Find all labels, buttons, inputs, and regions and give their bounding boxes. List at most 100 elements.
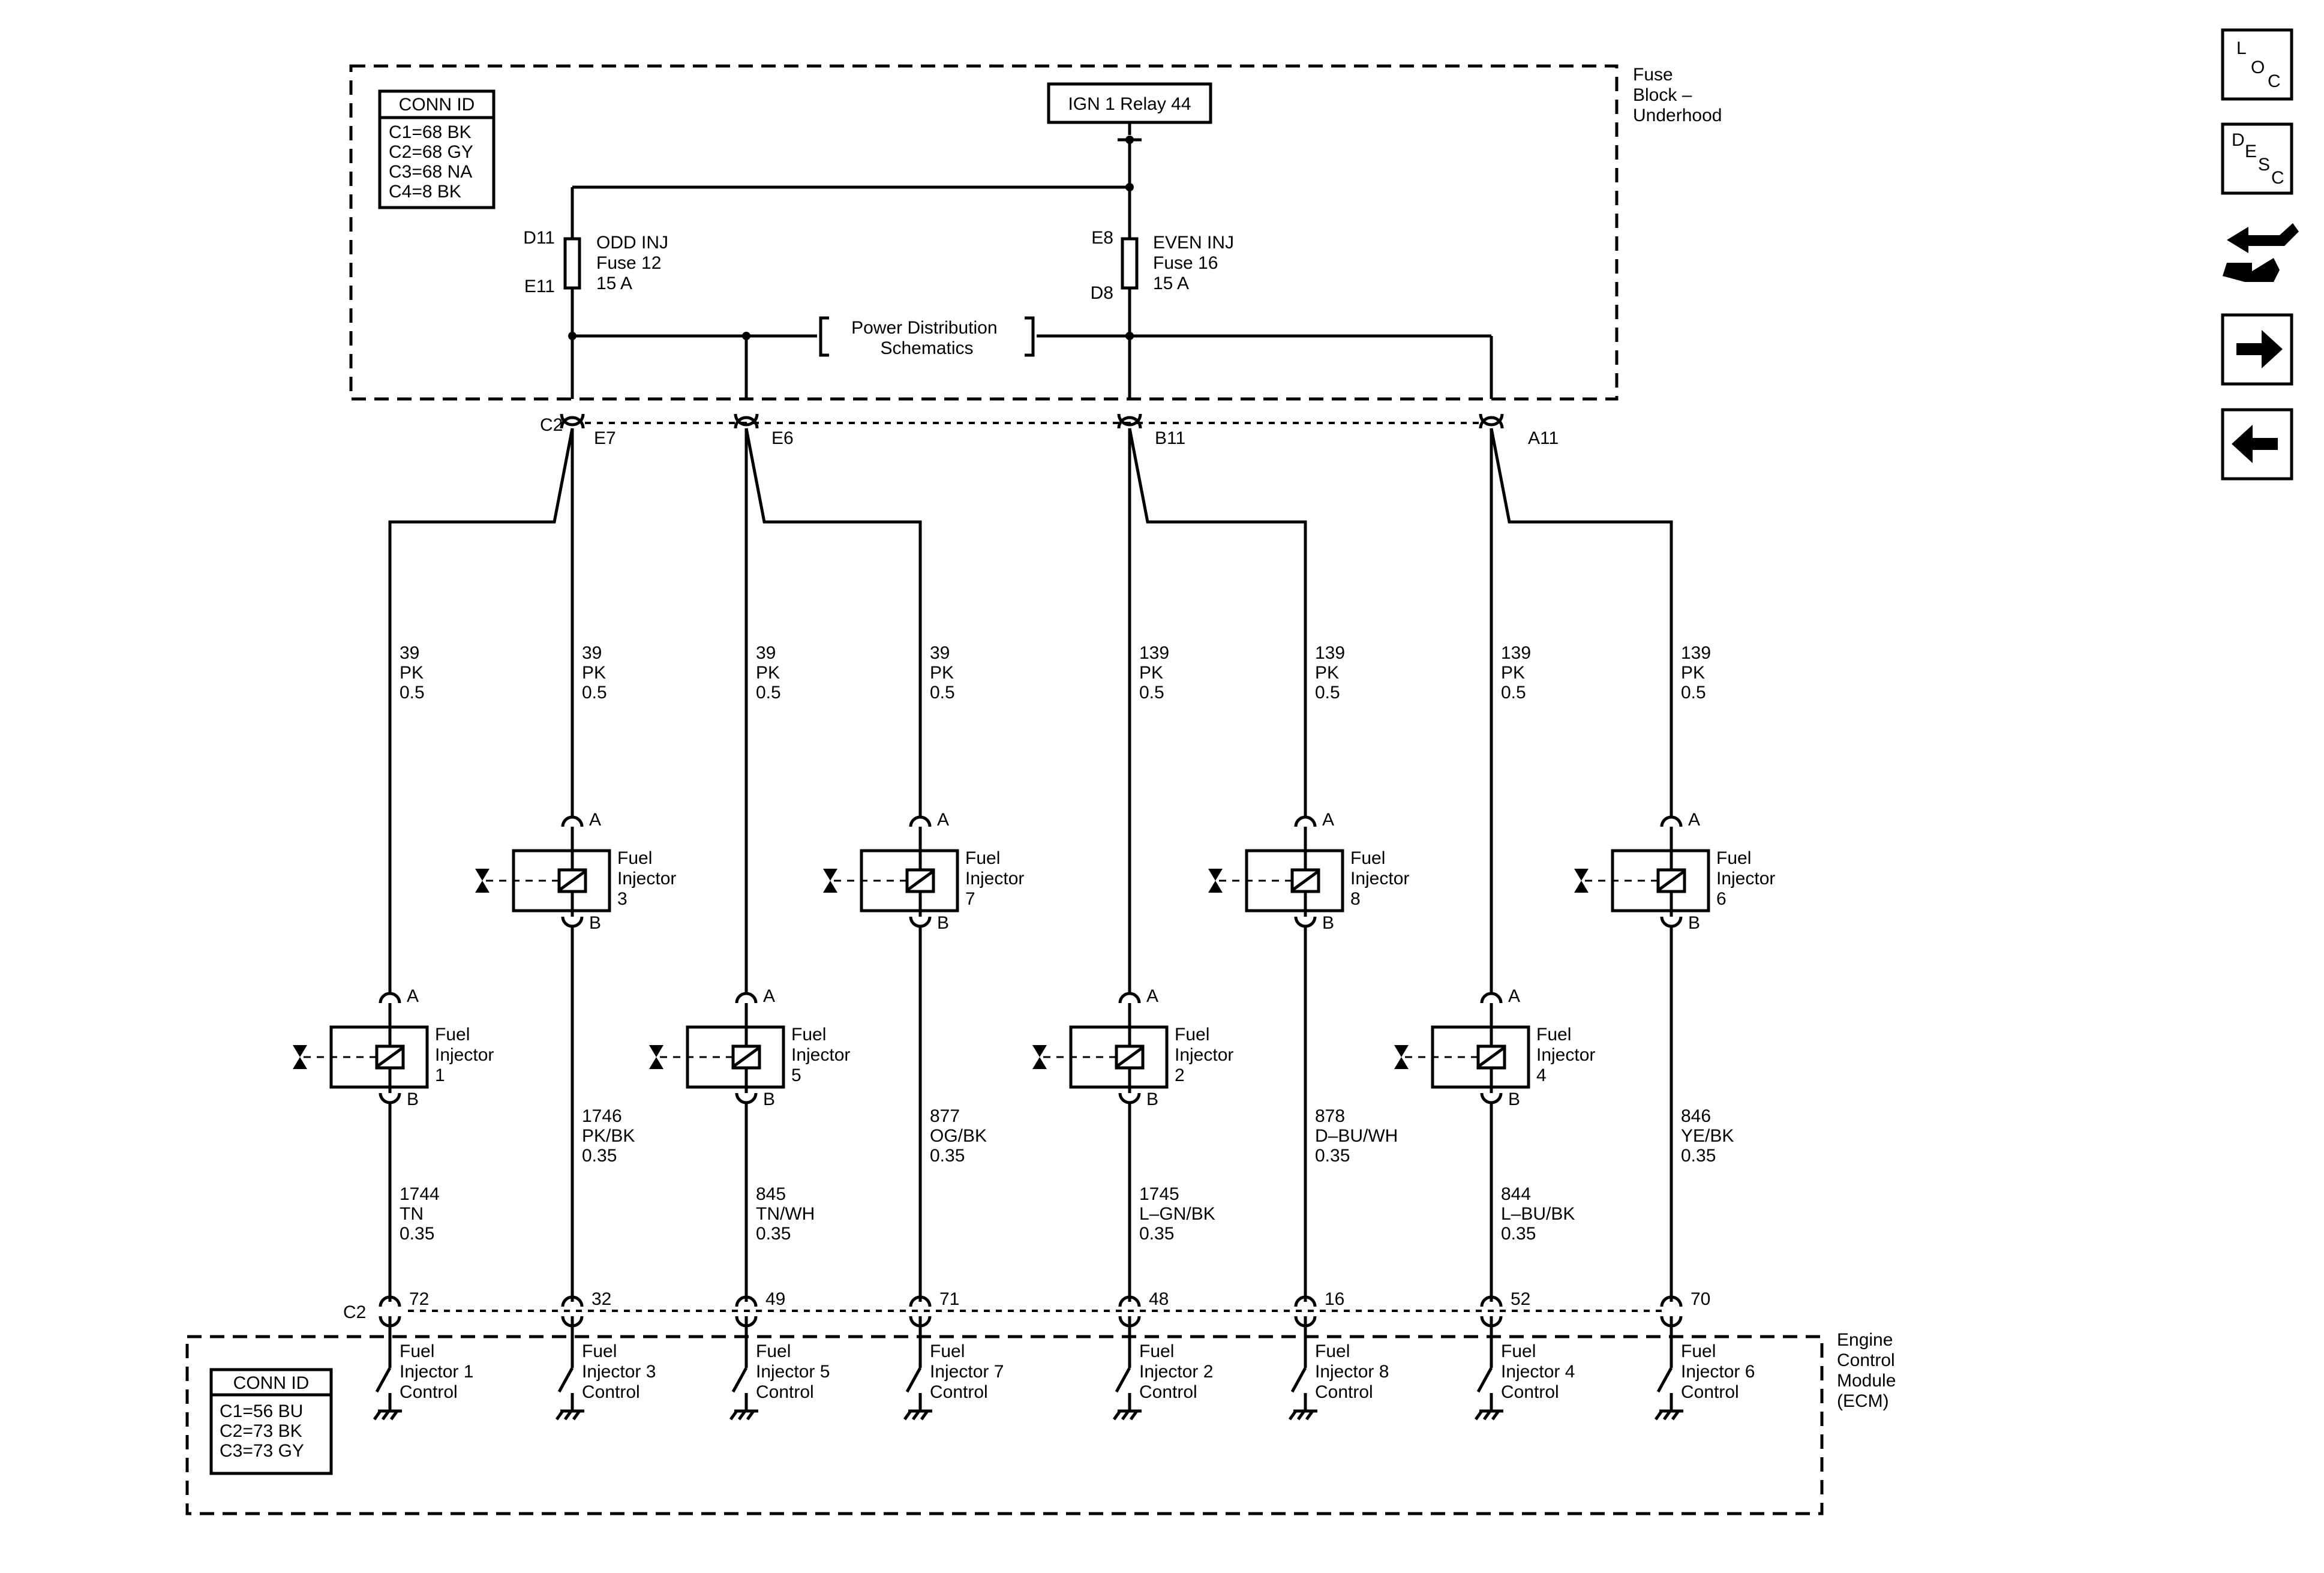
ign-relay: IGN 1 Relay 44 [1047, 82, 1212, 124]
svg-text:C: C [2271, 168, 2284, 188]
svg-text:C: C [2268, 71, 2281, 91]
ecm-pin: 16 [1325, 1289, 1344, 1309]
conn-id-header: CONN ID [399, 95, 475, 115]
svg-text:O: O [2251, 58, 2265, 77]
svg-text:D8: D8 [1091, 283, 1113, 303]
ecm-pin: 49 [765, 1289, 785, 1309]
svg-text:A: A [763, 986, 775, 1006]
desc-button[interactable]: D E S C [2221, 122, 2293, 195]
ecm-pin: 52 [1511, 1289, 1530, 1309]
svg-text:CONN ID: CONN ID [233, 1373, 310, 1393]
power-distribution-ref[interactable]: Power Distribution Schematics [819, 316, 1035, 358]
svg-text:B: B [1508, 1089, 1520, 1109]
svg-text:B: B [1146, 1089, 1158, 1109]
svg-text:B: B [1688, 913, 1700, 933]
svg-text:B: B [1322, 913, 1334, 933]
svg-text:C2: C2 [343, 1302, 366, 1322]
sidebar-nav: L O C D E S C [2221, 28, 2299, 481]
svg-text:B: B [937, 913, 949, 933]
svg-text:EVEN INJ Fuse 16: EVEN INJ Fuse 16 15 A [1153, 233, 1239, 293]
conn-id-lines: C1=68 BK C2=68 GY C3=68 NA C4=8 BK [389, 122, 478, 202]
relay-label: IGN 1 Relay 44 [1068, 94, 1191, 114]
even-inj-fuse: E8 D8 EVEN INJ Fuse 16 15 A [1091, 228, 1239, 303]
svg-text:A: A [407, 986, 419, 1006]
svg-text:B: B [589, 913, 601, 933]
svg-text:E6: E6 [771, 428, 794, 448]
ecm-pin: 72 [409, 1289, 429, 1309]
ecm-conn-id: CONN ID C1=56 BU C2=73 BK C3=73 GY [209, 1368, 333, 1475]
fuse-block-connector-c2: C2 E7 E6 B11 A11 [540, 413, 1559, 448]
svg-text:A: A [1508, 986, 1520, 1006]
svg-text:B: B [407, 1089, 419, 1109]
svg-text:A: A [589, 810, 601, 830]
svg-text:B11: B11 [1155, 428, 1185, 448]
ecm-pin: 70 [1691, 1289, 1710, 1309]
fuse-block-conn-id: CONN ID C1=68 BK C2=68 GY C3=68 NA C4=8 … [378, 89, 496, 209]
ecm-pin: 71 [939, 1289, 959, 1309]
svg-text:C2: C2 [540, 415, 563, 435]
svg-text:E: E [2245, 142, 2257, 161]
svg-text:A: A [1146, 986, 1158, 1006]
svg-text:L: L [2236, 38, 2247, 58]
svg-text:E11: E11 [524, 277, 555, 296]
previous-arrow-icon[interactable] [2221, 408, 2293, 481]
svg-text:D11: D11 [523, 228, 555, 248]
fuse-block: Fuse Block – Underhood CONN ID C1=68 BK … [349, 64, 1722, 401]
ecm-pin: 48 [1149, 1289, 1169, 1309]
svg-text:A: A [1322, 810, 1334, 830]
next-arrow-icon[interactable] [2221, 313, 2293, 386]
svg-text:A11: A11 [1528, 428, 1559, 448]
loc-button[interactable]: L O C [2221, 28, 2293, 101]
svg-text:D: D [2232, 130, 2245, 150]
connector-end-view-icon[interactable] [2223, 223, 2299, 282]
odd-inj-fuse: D11 E11 ODD INJ Fuse 12 15 A [523, 228, 668, 296]
fuse-block-title: Fuse Block – Underhood [1633, 65, 1722, 125]
